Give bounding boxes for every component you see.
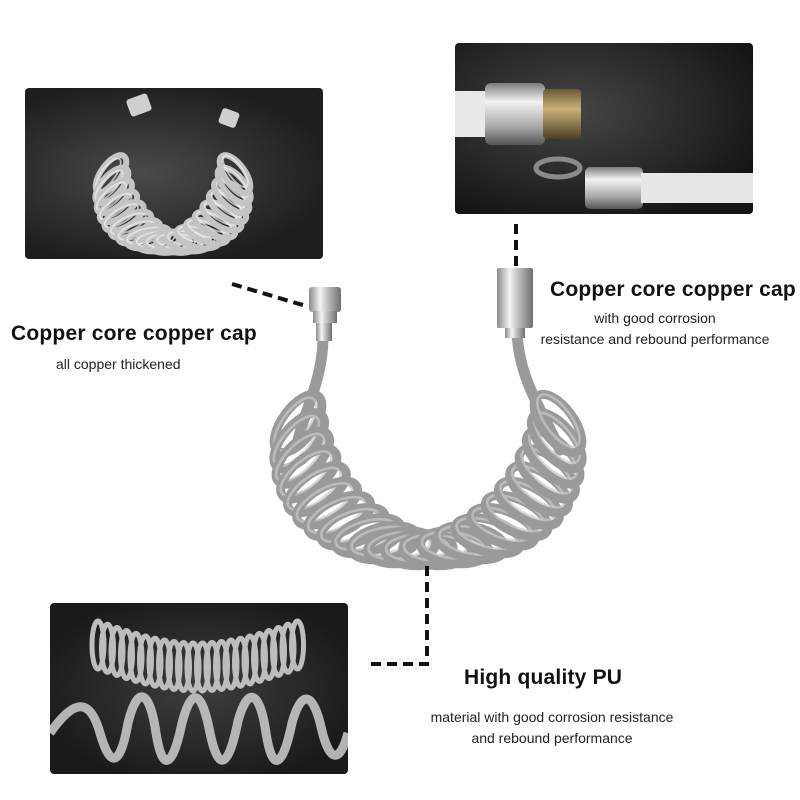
right-callout-subtitle-line2: resistance and rebound performance: [540, 331, 770, 347]
photo-panel-coiled-hose: [25, 88, 323, 259]
right-callout-subtitle-line1: with good corrosion: [594, 310, 716, 326]
coil-highlight: [286, 466, 342, 511]
left-callout-title: Copper core copper cap: [11, 322, 257, 345]
bottom-callout-title: High quality PU: [464, 666, 623, 689]
right-callout-title: Copper core copper cap: [550, 278, 796, 301]
coil-highlight: [222, 154, 249, 189]
right-copper-cap: [497, 268, 533, 338]
left-callout-subtitle: all copper thickened: [56, 356, 181, 372]
coil-highlight: [536, 393, 581, 449]
coil-ring: [289, 618, 306, 672]
photo-panel-cap-closeup: [455, 43, 753, 214]
bottom-callout-subtitle-line1: material with good corrosion resistance: [430, 709, 674, 725]
coil-highlight: [110, 212, 147, 236]
coil-highlight: [274, 432, 326, 483]
coil-highlight: [99, 192, 133, 221]
coil-highlight: [103, 203, 139, 229]
hose-coils: [269, 389, 587, 571]
leader-line-bottom: [370, 566, 429, 666]
coil-highlight: [295, 481, 354, 524]
coil-ring: [216, 152, 254, 196]
coil-highlight: [95, 181, 128, 212]
coil-highlight: [279, 450, 333, 498]
photo-panel-pu-material: [50, 603, 348, 774]
left-copper-cap: [309, 287, 341, 341]
bottom-callout-subtitle-line2: and rebound performance: [471, 730, 633, 746]
leader-line-left: [231, 282, 307, 308]
